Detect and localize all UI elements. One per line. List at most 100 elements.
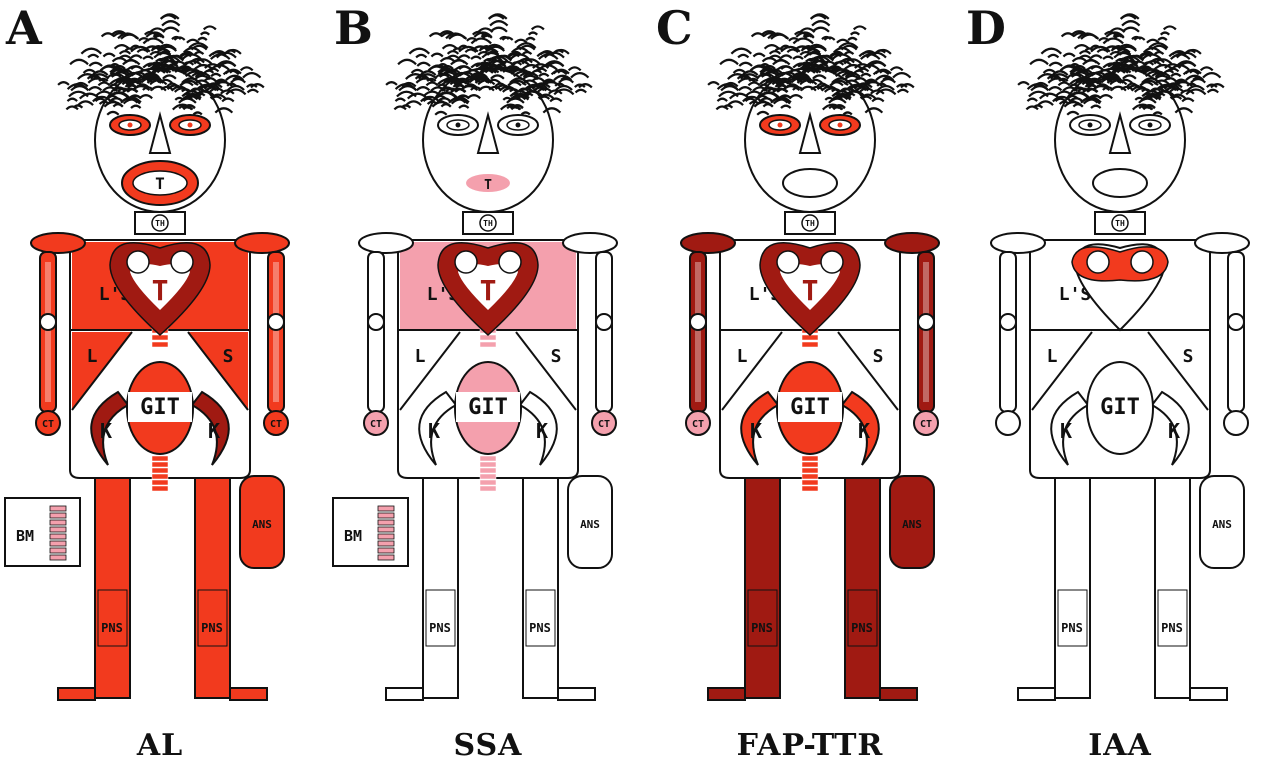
hair [385, 13, 593, 116]
panel-label: FAP-TTR [736, 728, 884, 763]
hair-curl [812, 74, 827, 80]
right-arm-shoulder [1194, 232, 1250, 254]
hair-curl [181, 104, 196, 110]
hair-curl [828, 97, 847, 104]
hair-curl [810, 14, 827, 20]
hair-curl [86, 74, 102, 80]
left-foot [385, 687, 424, 701]
hair-curl [574, 83, 586, 88]
hair-curl [100, 32, 116, 38]
spleen-label: S [873, 346, 884, 367]
right-leg-pns [525, 589, 556, 647]
hair-curl [552, 68, 570, 75]
hair-curl [892, 72, 912, 79]
hair-curl [756, 110, 770, 116]
hair-curl [772, 59, 791, 66]
left-arm-elbow [999, 313, 1017, 331]
left-arm-elbow [367, 313, 385, 331]
hair-curl [471, 45, 490, 52]
hair-curl [745, 90, 764, 97]
hair-curl [425, 81, 439, 87]
hair-curl [511, 60, 531, 67]
hair-curl [106, 110, 120, 116]
hair-curl [719, 58, 739, 66]
hair-curl [845, 92, 856, 97]
ans [889, 475, 935, 569]
hair-curl [107, 100, 118, 105]
thyroid-label: TH [155, 219, 165, 228]
hair-curl [511, 47, 530, 54]
hair-curl [224, 48, 242, 55]
left-leg-pns [1057, 589, 1088, 647]
ans [1199, 475, 1245, 569]
hair-curl [204, 63, 222, 69]
hair-curl [111, 86, 128, 92]
hair-curl [489, 20, 509, 27]
pns-label: PNS [201, 621, 223, 635]
hair-curl [522, 72, 539, 78]
liver-label: L [1047, 346, 1058, 367]
hair-curl [178, 97, 197, 104]
git [1086, 361, 1154, 455]
hair-curl [774, 47, 785, 52]
hair-curl [1071, 56, 1088, 63]
hair-curl [1058, 77, 1069, 82]
hair-curl [516, 42, 537, 49]
hair-curl [574, 88, 587, 94]
hair-curl [435, 100, 446, 105]
hair-curl [153, 68, 169, 74]
hair-curl [877, 84, 895, 91]
connective-tissue-label: CT [370, 419, 382, 430]
heart-label: T [152, 274, 169, 307]
panel-label: IAA [1088, 728, 1152, 763]
hair-curl [512, 70, 534, 78]
hair-curl [801, 45, 816, 51]
hair-curl [138, 94, 153, 100]
hair-curl [1048, 61, 1063, 67]
hair-curl [1174, 107, 1194, 114]
nose [798, 111, 822, 154]
hair-curl [838, 42, 859, 49]
kidney-label: K [208, 419, 220, 443]
left-arm-shoulder [990, 232, 1046, 254]
right-arm-stripe [923, 262, 929, 402]
spleen-edge [1147, 331, 1209, 411]
liver-label: L [87, 346, 98, 367]
hair-curl [443, 68, 461, 75]
hair-curl [130, 104, 142, 109]
right-foot [557, 687, 596, 701]
hair-curl [805, 57, 817, 63]
hair-curl [849, 31, 860, 36]
intestine-segment [151, 473, 169, 480]
hair-curl [1141, 77, 1161, 84]
hair-curl [1089, 54, 1103, 60]
git-label: GIT [468, 395, 508, 420]
thyroid [151, 214, 169, 232]
hair-curl [486, 78, 501, 84]
bone-marrow-segment [49, 526, 67, 533]
hair-curl [225, 88, 247, 96]
hair-curl [473, 31, 493, 38]
hair-curl [1047, 53, 1060, 59]
hair-curl [446, 50, 460, 55]
connective-tissue-label: CT [598, 419, 610, 430]
hair-curl [1159, 31, 1170, 36]
hair-curl [430, 86, 446, 92]
hair-curl [506, 97, 525, 104]
hair-curl [226, 82, 237, 87]
hair-curl [1109, 79, 1128, 86]
hair-curl [408, 47, 431, 55]
hair-curl [1138, 97, 1157, 104]
hair-curl [795, 31, 815, 38]
hair [707, 13, 915, 116]
hair-curl [1210, 83, 1225, 89]
hair-curl [748, 100, 760, 105]
heart-atrium [170, 250, 194, 274]
hair-curl [509, 104, 524, 110]
bone-marrow-segment [49, 540, 67, 547]
hair-curl [88, 61, 103, 67]
pns-label: PNS [429, 621, 451, 635]
